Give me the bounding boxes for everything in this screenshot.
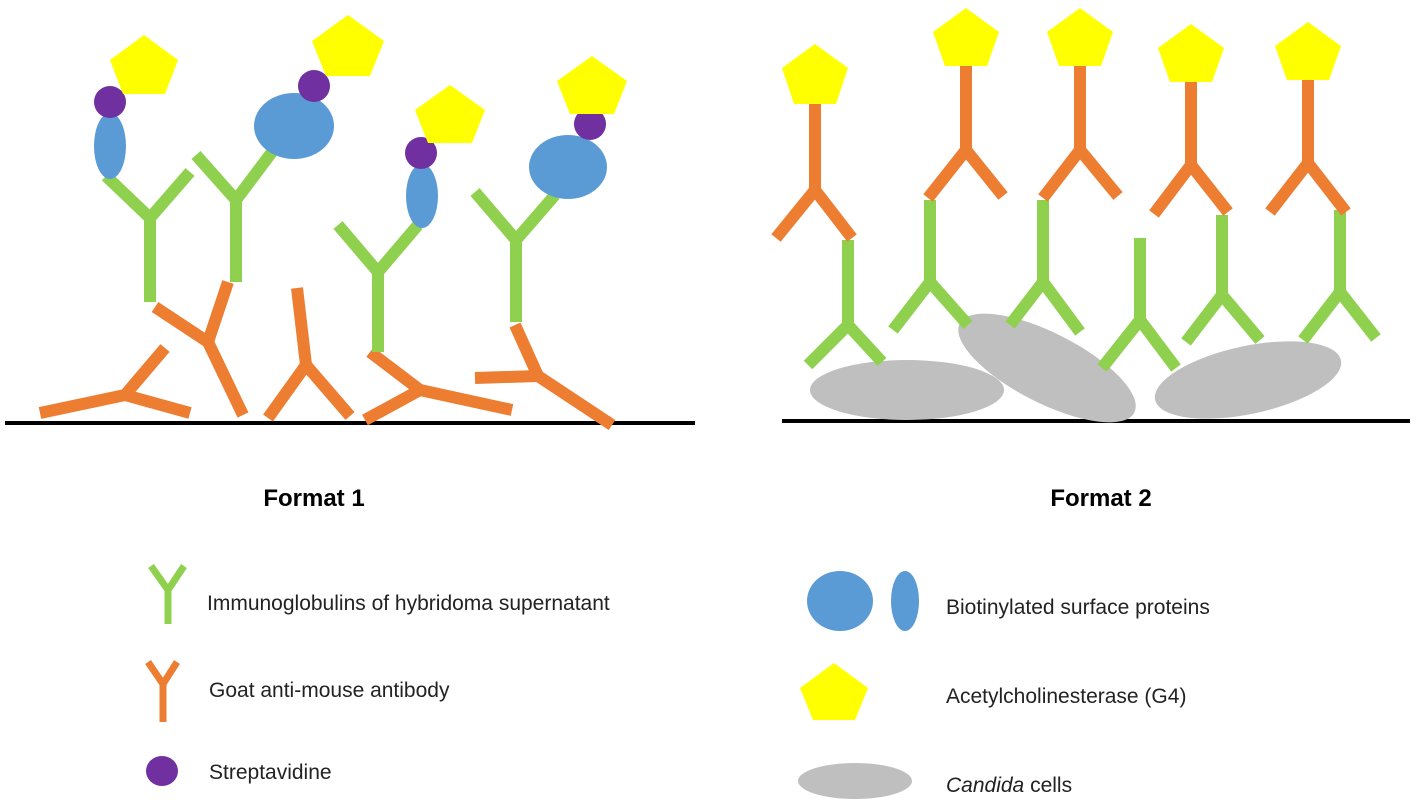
goat-antibody: [362, 347, 514, 426]
immunoglobulin: [1097, 238, 1181, 372]
acetylcholinesterase: [415, 85, 485, 143]
goat-antibody: [1149, 80, 1233, 218]
streptavidine: [298, 70, 330, 102]
immunoglobulin: [1005, 200, 1085, 336]
goat-antibody: [263, 287, 355, 422]
legend-label-candida: Candida cells: [946, 774, 1072, 797]
streptavidine: [405, 137, 437, 169]
gray-ellipse-icon: [798, 763, 912, 799]
surface-protein-large: [529, 135, 607, 199]
legend-label-immunoglobulin: Immunoglobulins of hybridoma supernatant: [207, 592, 610, 615]
format2-panel: [771, 8, 1410, 423]
green-y-antibody-icon: [148, 563, 187, 624]
format1-title: Format 1: [263, 485, 364, 512]
purple-circle-icon: [146, 756, 178, 786]
immunoglobulin: [888, 200, 973, 334]
blue-ellipse-pair-icon: [807, 571, 919, 631]
acetylcholinesterase: [1158, 24, 1224, 82]
legend-right: Biotinylated surface proteins Acetylchol…: [798, 571, 1210, 799]
legend-label-acetylcholinesterase: Acetylcholinesterase (G4): [946, 685, 1186, 708]
legend-label-surface-proteins: Biotinylated surface proteins: [946, 596, 1210, 619]
acetylcholinesterase: [1047, 8, 1113, 66]
goat-antibody: [1038, 64, 1123, 202]
goat-antibody: [474, 322, 616, 431]
candida-cell: [1154, 341, 1342, 419]
legend-label-candida-genus: Candida: [946, 774, 1024, 797]
surface-protein-large: [254, 93, 334, 159]
acetylcholinesterase: [110, 35, 178, 94]
yellow-pentagon-icon: [800, 663, 868, 720]
acetylcholinesterase: [557, 56, 627, 114]
goat-antibody: [771, 104, 857, 242]
acetylcholinesterase: [933, 8, 999, 66]
immunoglobulin: [470, 188, 560, 322]
immunoglobulin: [1298, 210, 1381, 344]
immunoglobulin: [1181, 215, 1265, 346]
acetylcholinesterase: [1275, 22, 1341, 80]
legend-label-candida-rest: cells: [1024, 774, 1072, 797]
candida-cell: [810, 360, 1004, 420]
immunoglobulin: [101, 168, 195, 302]
immunoglobulin: [333, 221, 423, 352]
acetylcholinesterase: [312, 15, 384, 76]
orange-y-antibody-icon: [145, 660, 180, 722]
legend-left: Immunoglobulins of hybridoma supernatant…: [145, 563, 610, 786]
legend-label-goat-antibody: Goat anti-mouse antibody: [209, 679, 450, 702]
immunoglobulin: [803, 240, 887, 370]
goat-antibody: [1265, 78, 1351, 216]
surface-protein-small: [406, 164, 438, 228]
immunoglobulin: [191, 144, 280, 282]
format2-title: Format 2: [1050, 485, 1151, 512]
acetylcholinesterase: [782, 44, 848, 104]
legend-label-streptavidine: Streptavidine: [209, 761, 332, 784]
format1-panel: [5, 15, 695, 431]
surface-protein-small: [94, 113, 126, 179]
goat-antibody: [38, 344, 192, 419]
streptavidine: [94, 86, 126, 118]
goat-antibody: [923, 64, 1008, 202]
candida-cell: [958, 313, 1136, 423]
goat-antibody: [151, 280, 249, 418]
streptavidine: [574, 108, 606, 140]
